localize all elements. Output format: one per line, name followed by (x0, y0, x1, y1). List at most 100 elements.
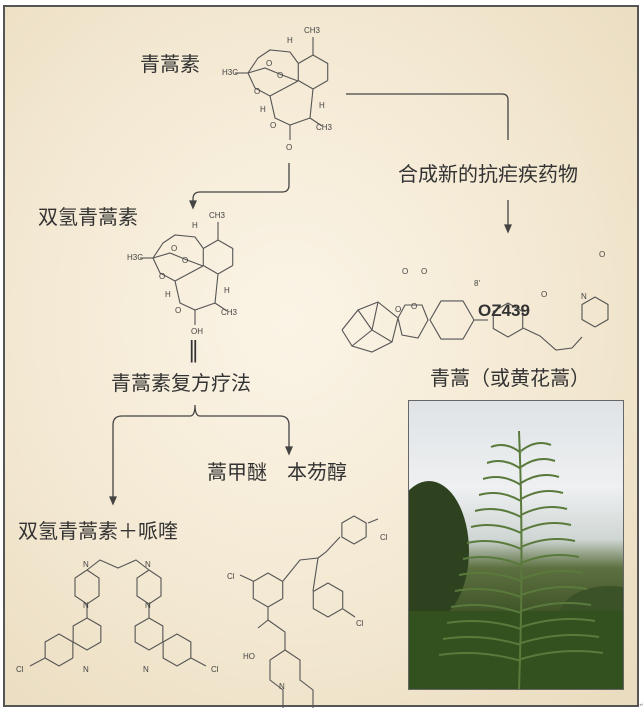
atom: O (421, 267, 427, 276)
plant-stem (466, 540, 522, 550)
arrowhead (109, 496, 117, 506)
plant-stem (520, 522, 572, 532)
plant-stem (486, 460, 522, 470)
lactone-ring (269, 88, 314, 126)
arrowhead (285, 446, 293, 456)
atom: O (159, 272, 165, 281)
plant-illustration (409, 430, 623, 689)
quinoline-ring (44, 633, 74, 667)
plant-stem (442, 636, 522, 646)
plant-stem (520, 570, 584, 580)
atom: N (83, 560, 89, 569)
plant-stem (470, 524, 522, 534)
atom: O (599, 250, 605, 259)
atom: 8' (474, 279, 480, 288)
plant-stem (520, 650, 604, 660)
lumefantrine-atom-labels: Cl Cl Cl HO N (227, 533, 388, 691)
atom: CH3 (304, 26, 321, 35)
quinoline-ring (72, 617, 102, 651)
plant-stem (520, 618, 596, 628)
arrowhead (189, 200, 197, 210)
atom: H (165, 290, 171, 299)
plant-stem (462, 556, 522, 566)
ether-chain (522, 327, 583, 351)
atom: OH (191, 327, 203, 336)
peroxide-bridge (152, 252, 204, 267)
atom: O (254, 87, 260, 96)
dha-piperaquine-label: 双氢青蒿素＋哌喹 (18, 519, 178, 543)
atom: O (171, 244, 177, 253)
plant-stem (454, 588, 522, 598)
atom: N (279, 682, 285, 691)
brace-arrow (112, 404, 290, 500)
synthesis-label: 合成新的抗疟疾药物 (398, 162, 578, 186)
atom: N (145, 601, 151, 610)
butyl-chain (269, 649, 286, 708)
alkene-bond (317, 536, 341, 559)
atom: N (143, 665, 149, 674)
cyclohexane-ring (297, 54, 329, 90)
arrowhead (504, 224, 512, 234)
atom: H (192, 221, 198, 230)
plant-stem (458, 572, 522, 582)
plant-stem (450, 604, 522, 614)
atom: Cl (227, 572, 235, 581)
fluorene-ring (252, 572, 284, 608)
benzene-ring (492, 302, 524, 338)
chloro-bond (367, 518, 379, 524)
dihydroartemisinin-label: 双氢青蒿素 (38, 205, 138, 229)
cyclohexane-ring (202, 239, 234, 275)
flow-arrows (109, 93, 512, 506)
atom: H (224, 286, 230, 295)
piperaquine-atom-labels: N N N N Cl N N Cl (16, 560, 219, 674)
atom: O (395, 305, 401, 314)
plant-label: 青蒿（或黄花蒿） (430, 366, 590, 390)
quinoline-ring (134, 617, 164, 651)
atom: N (83, 601, 89, 610)
chloro-bond (342, 608, 356, 618)
plant-stem (520, 442, 552, 452)
atom: O (411, 302, 417, 311)
fluorene-ring (312, 582, 344, 618)
five-ring (282, 557, 319, 592)
plant-stem (446, 620, 522, 630)
plant-stem (520, 458, 556, 468)
artemisinin-label: 青蒿素 (140, 52, 200, 76)
atom: HO (243, 652, 255, 661)
plant-stem (482, 476, 522, 486)
plant-stem (474, 508, 522, 518)
atom: N (581, 292, 587, 301)
atom: N (145, 560, 151, 569)
atom: CH3 (316, 123, 333, 132)
plant-stem (490, 444, 522, 454)
atom: CH3 (209, 211, 226, 220)
atom: O (270, 121, 276, 130)
plant-stem (438, 652, 522, 662)
adamantane (341, 301, 399, 353)
peroxide-bridge (247, 67, 299, 82)
atom: H3C (127, 253, 143, 262)
plant-stem (520, 474, 560, 484)
plant-stem (520, 554, 580, 564)
piperazine-ring (136, 569, 162, 605)
atom: Cl (211, 665, 219, 674)
plant-stem (478, 492, 522, 502)
plant-stem (520, 586, 588, 596)
artemether-lumefantrine-label: 蒿甲醚 本芴醇 (207, 460, 347, 484)
atom: O (266, 59, 272, 68)
arrow-to-synthesis (346, 93, 509, 140)
oxepane-ring (247, 49, 299, 97)
oz439-atom-labels: O O O O 8' O N O (395, 250, 605, 314)
atom: H (287, 36, 293, 45)
atom: H3C (222, 68, 238, 77)
quinoline-ring (162, 633, 192, 667)
paragraph-mark: ↵ (638, 700, 643, 709)
adamantane (351, 329, 373, 347)
atom: Cl (380, 533, 388, 542)
atom: O (541, 290, 547, 299)
atom: O (402, 267, 408, 276)
chloro-bond (190, 657, 207, 667)
oz439-label: OZ439 (478, 301, 530, 320)
plant-stem (520, 602, 592, 612)
